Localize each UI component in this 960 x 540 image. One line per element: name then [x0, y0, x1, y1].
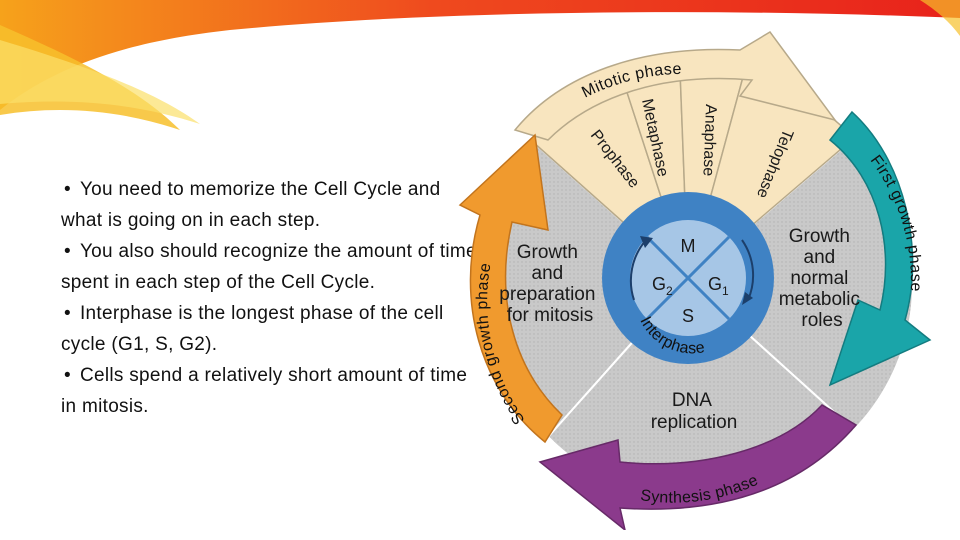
banner-swoosh-light [0, 40, 200, 124]
bullet-item: You need to memorize the Cell Cycle and … [61, 174, 481, 236]
g1-label: G1 [708, 274, 729, 298]
first-growth-arrow [828, 110, 932, 387]
s-label: S [682, 306, 694, 326]
g2-label: G2 [652, 274, 673, 298]
bullet-item: Interphase is the longest phase of the c… [61, 298, 481, 360]
cycle-arrow-head [640, 236, 653, 248]
bullet-list: You need to memorize the Cell Cycle and … [61, 174, 481, 422]
inner-divider [645, 235, 731, 321]
cycle-arrow-head [742, 292, 753, 305]
cell-cycle-diagram: M G2 G1 S Interphase Growth and preparat… [458, 31, 932, 530]
bullet-item: You also should recognize the amount of … [61, 236, 481, 298]
anaphase-label: Anaphase [699, 104, 719, 177]
header-banner [0, 0, 960, 130]
s-segment-text: DNA replication [651, 390, 738, 433]
second-growth-arrow [458, 133, 563, 444]
bullet-item: Cells spend a relatively short amount of… [61, 360, 481, 422]
banner-swoosh-back [0, 0, 960, 110]
mitotic-phase-arrow [513, 31, 837, 141]
g1-segment-text: Growth and normal metabolic roles [779, 226, 866, 331]
cycle-arrow [629, 239, 647, 301]
g2-segment-text: Growth and preparation for mitosis [499, 242, 600, 326]
banner-swoosh-right [920, 0, 960, 36]
cycle-arrow [741, 239, 755, 301]
synthesis-arrow [538, 404, 858, 530]
m-label: M [681, 236, 696, 256]
